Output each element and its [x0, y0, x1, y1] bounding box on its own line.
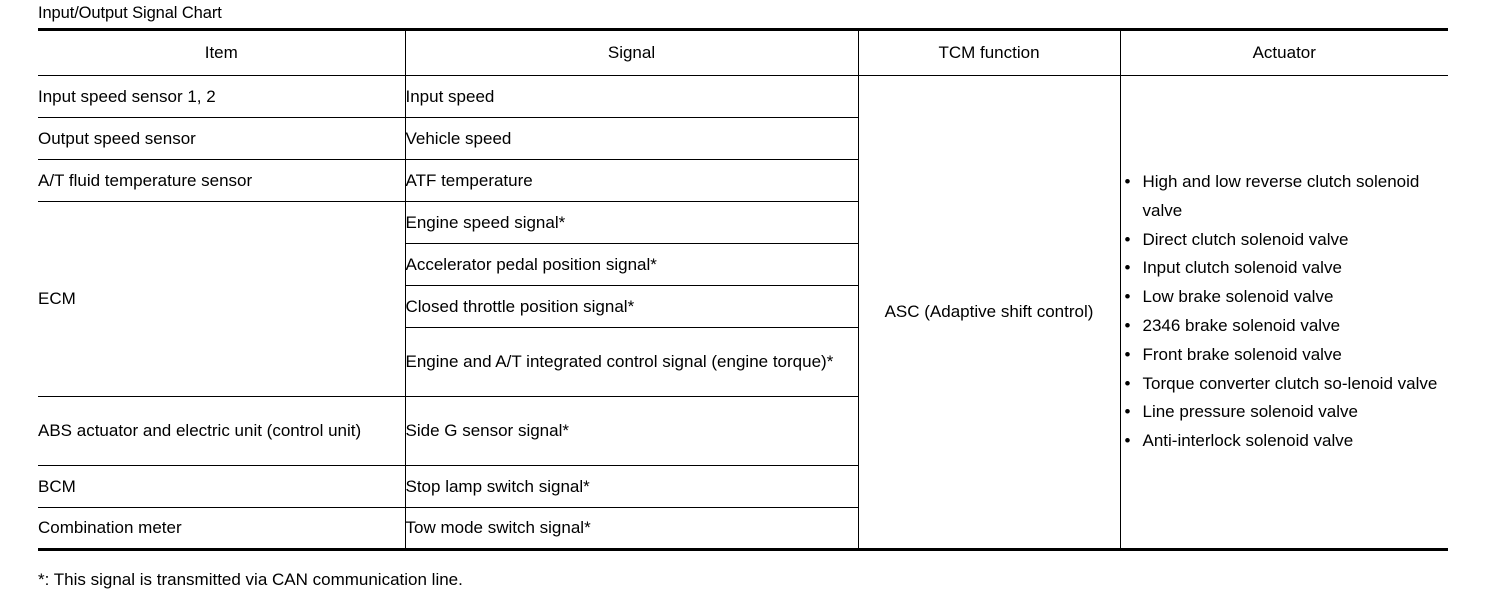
list-item: • Direct clutch solenoid valve [1121, 226, 1449, 255]
cell-signal: Stop lamp switch signal* [404, 465, 858, 508]
list-item-label: Anti-interlock solenoid valve [1142, 431, 1354, 451]
cell-signal: Vehicle speed [404, 117, 858, 160]
list-item: • Anti-interlock solenoid valve [1121, 427, 1449, 456]
column-header-item: Item [38, 29, 406, 76]
table-row: ABS actuator and electric unit (control … [38, 396, 1448, 466]
list-item-label: High and low reverse clutch solenoid val… [1142, 172, 1420, 220]
bullet-icon: • [1124, 172, 1131, 192]
table-row: Engine and A/T integrated control signal… [38, 327, 1448, 397]
list-item: • Low brake solenoid valve [1121, 283, 1449, 312]
column-header-signal: Signal [404, 29, 859, 76]
list-item-label: Torque converter clutch so-lenoid valve [1142, 373, 1438, 393]
table-row: Closed throttle position signal* [38, 285, 1448, 328]
list-item: • Torque converter clutch so-lenoid valve [1121, 370, 1449, 399]
cell-signal: Input speed [404, 75, 859, 118]
table-header-row: Item Signal TCM function Actuator [38, 29, 1448, 76]
table-row: Accelerator pedal position signal* [38, 243, 1448, 286]
table-row: Input speed sensor 1, 2 Input speed ASC … [38, 75, 1448, 550]
list-item-label: Low brake solenoid valve [1142, 287, 1334, 307]
list-item: • Input clutch solenoid valve [1121, 254, 1449, 283]
list-item: • High and low reverse clutch solenoid va… [1121, 168, 1449, 226]
cell-item: ECM [38, 201, 406, 397]
bullet-icon: • [1124, 373, 1131, 393]
list-item-label: Input clutch solenoid valve [1142, 258, 1342, 278]
bullet-icon: • [1124, 316, 1131, 335]
cell-signal: Engine and A/T integrated control signal… [405, 327, 858, 397]
list-item-label: Direct clutch solenoid valve [1142, 229, 1349, 249]
bullet-icon: • [1124, 431, 1131, 451]
cell-item: BCM [38, 465, 406, 508]
column-header-tcm-function: TCM function [857, 29, 1121, 76]
input-output-signal-table: Item Signal TCM function Actuator Input … [38, 28, 1448, 551]
bullet-icon: • [1124, 402, 1131, 422]
list-item-label: 2346 brake solenoid valve [1142, 316, 1341, 335]
bullet-icon: • [1124, 229, 1131, 249]
cell-signal: Closed throttle position signal* [405, 285, 858, 328]
bullet-icon: • [1124, 344, 1131, 364]
cell-item: Output speed sensor [38, 117, 406, 160]
list-item-label: Front brake solenoid valve [1142, 344, 1342, 364]
cell-signal: Tow mode switch signal* [404, 507, 858, 550]
table-row: Combination meter Tow mode switch signal… [38, 507, 1448, 550]
page-title: Input/Output Signal Chart [38, 4, 222, 22]
table-row: BCM Stop lamp switch signal* [38, 465, 1448, 508]
cell-signal: Engine speed signal* [404, 201, 858, 244]
column-header-actuator: Actuator [1119, 29, 1448, 76]
cell-actuator: • High and low reverse clutch solenoid va… [1119, 75, 1449, 550]
list-item: • Front brake solenoid valve [1121, 341, 1449, 370]
table-row: ECM Engine speed signal* [38, 201, 1448, 397]
cell-item: A/T fluid temperature sensor [38, 159, 406, 202]
cell-item: Combination meter [38, 507, 406, 550]
footnote: *: This signal is transmitted via CAN co… [38, 570, 463, 589]
bullet-icon: • [1124, 287, 1131, 307]
list-item: • Line pressure solenoid valve [1121, 398, 1449, 427]
cell-tcm-function: ASC (Adaptive shift control) [857, 75, 1121, 550]
list-item: • 2346 brake solenoid valve [1121, 312, 1449, 341]
cell-signal: ATF temperature [404, 159, 858, 202]
actuator-list: • High and low reverse clutch solenoid va… [1121, 168, 1449, 456]
cell-signal: Accelerator pedal position signal* [405, 243, 858, 286]
cell-item: ABS actuator and electric unit (control … [38, 396, 406, 466]
cell-signal: Side G sensor signal* [404, 396, 858, 466]
cell-item: Input speed sensor 1, 2 [38, 75, 406, 118]
table-row: Output speed sensor Vehicle speed [38, 117, 1448, 160]
bullet-icon: • [1124, 258, 1131, 278]
list-item-label: Line pressure solenoid valve [1142, 402, 1358, 422]
